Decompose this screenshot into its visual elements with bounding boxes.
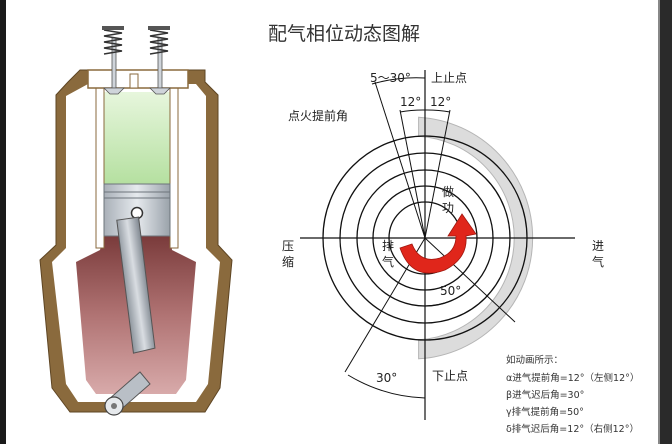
notes-line: δ排气迟后角=12°（右侧12°）: [506, 423, 639, 435]
cylinder-wall-left: [95, 87, 105, 249]
combustion-chamber: [104, 92, 170, 184]
angle-arc-5-30: [371, 77, 426, 85]
head-divider: [129, 73, 139, 89]
exhaust-label-2: 气: [382, 254, 394, 269]
connecting-rod: [116, 216, 156, 354]
angle-arc-12-right: [424, 109, 451, 113]
compression-label-1: 压: [282, 239, 294, 253]
notes-block: 如动画所示： α进气提前角=12°（左侧12°） β进气迟后角=30° γ排气提…: [506, 354, 639, 435]
cylinder-wall-right: [169, 87, 179, 249]
power-label-1: 做: [442, 184, 454, 199]
exhaust-label-1: 排: [382, 239, 394, 253]
diagram-title: 配气相位动态图解: [268, 23, 420, 45]
notes-line: β进气迟后角=30°: [506, 389, 584, 401]
notes-heading: 如动画所示：: [506, 354, 563, 366]
engine-cross-section: [39, 26, 233, 416]
angle-12-right-label: 12°: [430, 95, 451, 109]
angle-30-label: 30°: [376, 371, 397, 385]
timing-circle-group: [300, 70, 575, 420]
angle-12-left-label: 12°: [400, 95, 421, 109]
power-arc-band: [418, 116, 534, 360]
rotation-arrow: [399, 213, 477, 274]
compression-label-2: 缩: [282, 254, 294, 269]
bdc-label: 下止点: [432, 369, 468, 383]
angle-50-label: 50°: [440, 284, 461, 298]
right-frame-border: [658, 0, 672, 444]
crankshaft: [104, 371, 151, 416]
angle-5-30-label: 5～30°: [370, 71, 411, 85]
angle-arc-30: [347, 374, 426, 399]
notes-line: γ排气提前角=50°: [506, 406, 584, 418]
notes-line: α进气提前角=12°（左侧12°）: [506, 372, 639, 384]
tdc-label: 上止点: [431, 71, 467, 85]
power-label-2: 功: [442, 201, 454, 215]
left-frame-border: [0, 0, 6, 444]
right-frame-highlight: [658, 0, 660, 444]
angle-arc-12-left: [399, 109, 426, 113]
ignition-advance-label: 点火提前角: [288, 108, 348, 123]
intake-label-2: 气: [592, 254, 604, 269]
spring-icon: [102, 26, 170, 55]
intake-label-1: 进: [592, 239, 604, 253]
angle-arc-50: [424, 284, 475, 307]
